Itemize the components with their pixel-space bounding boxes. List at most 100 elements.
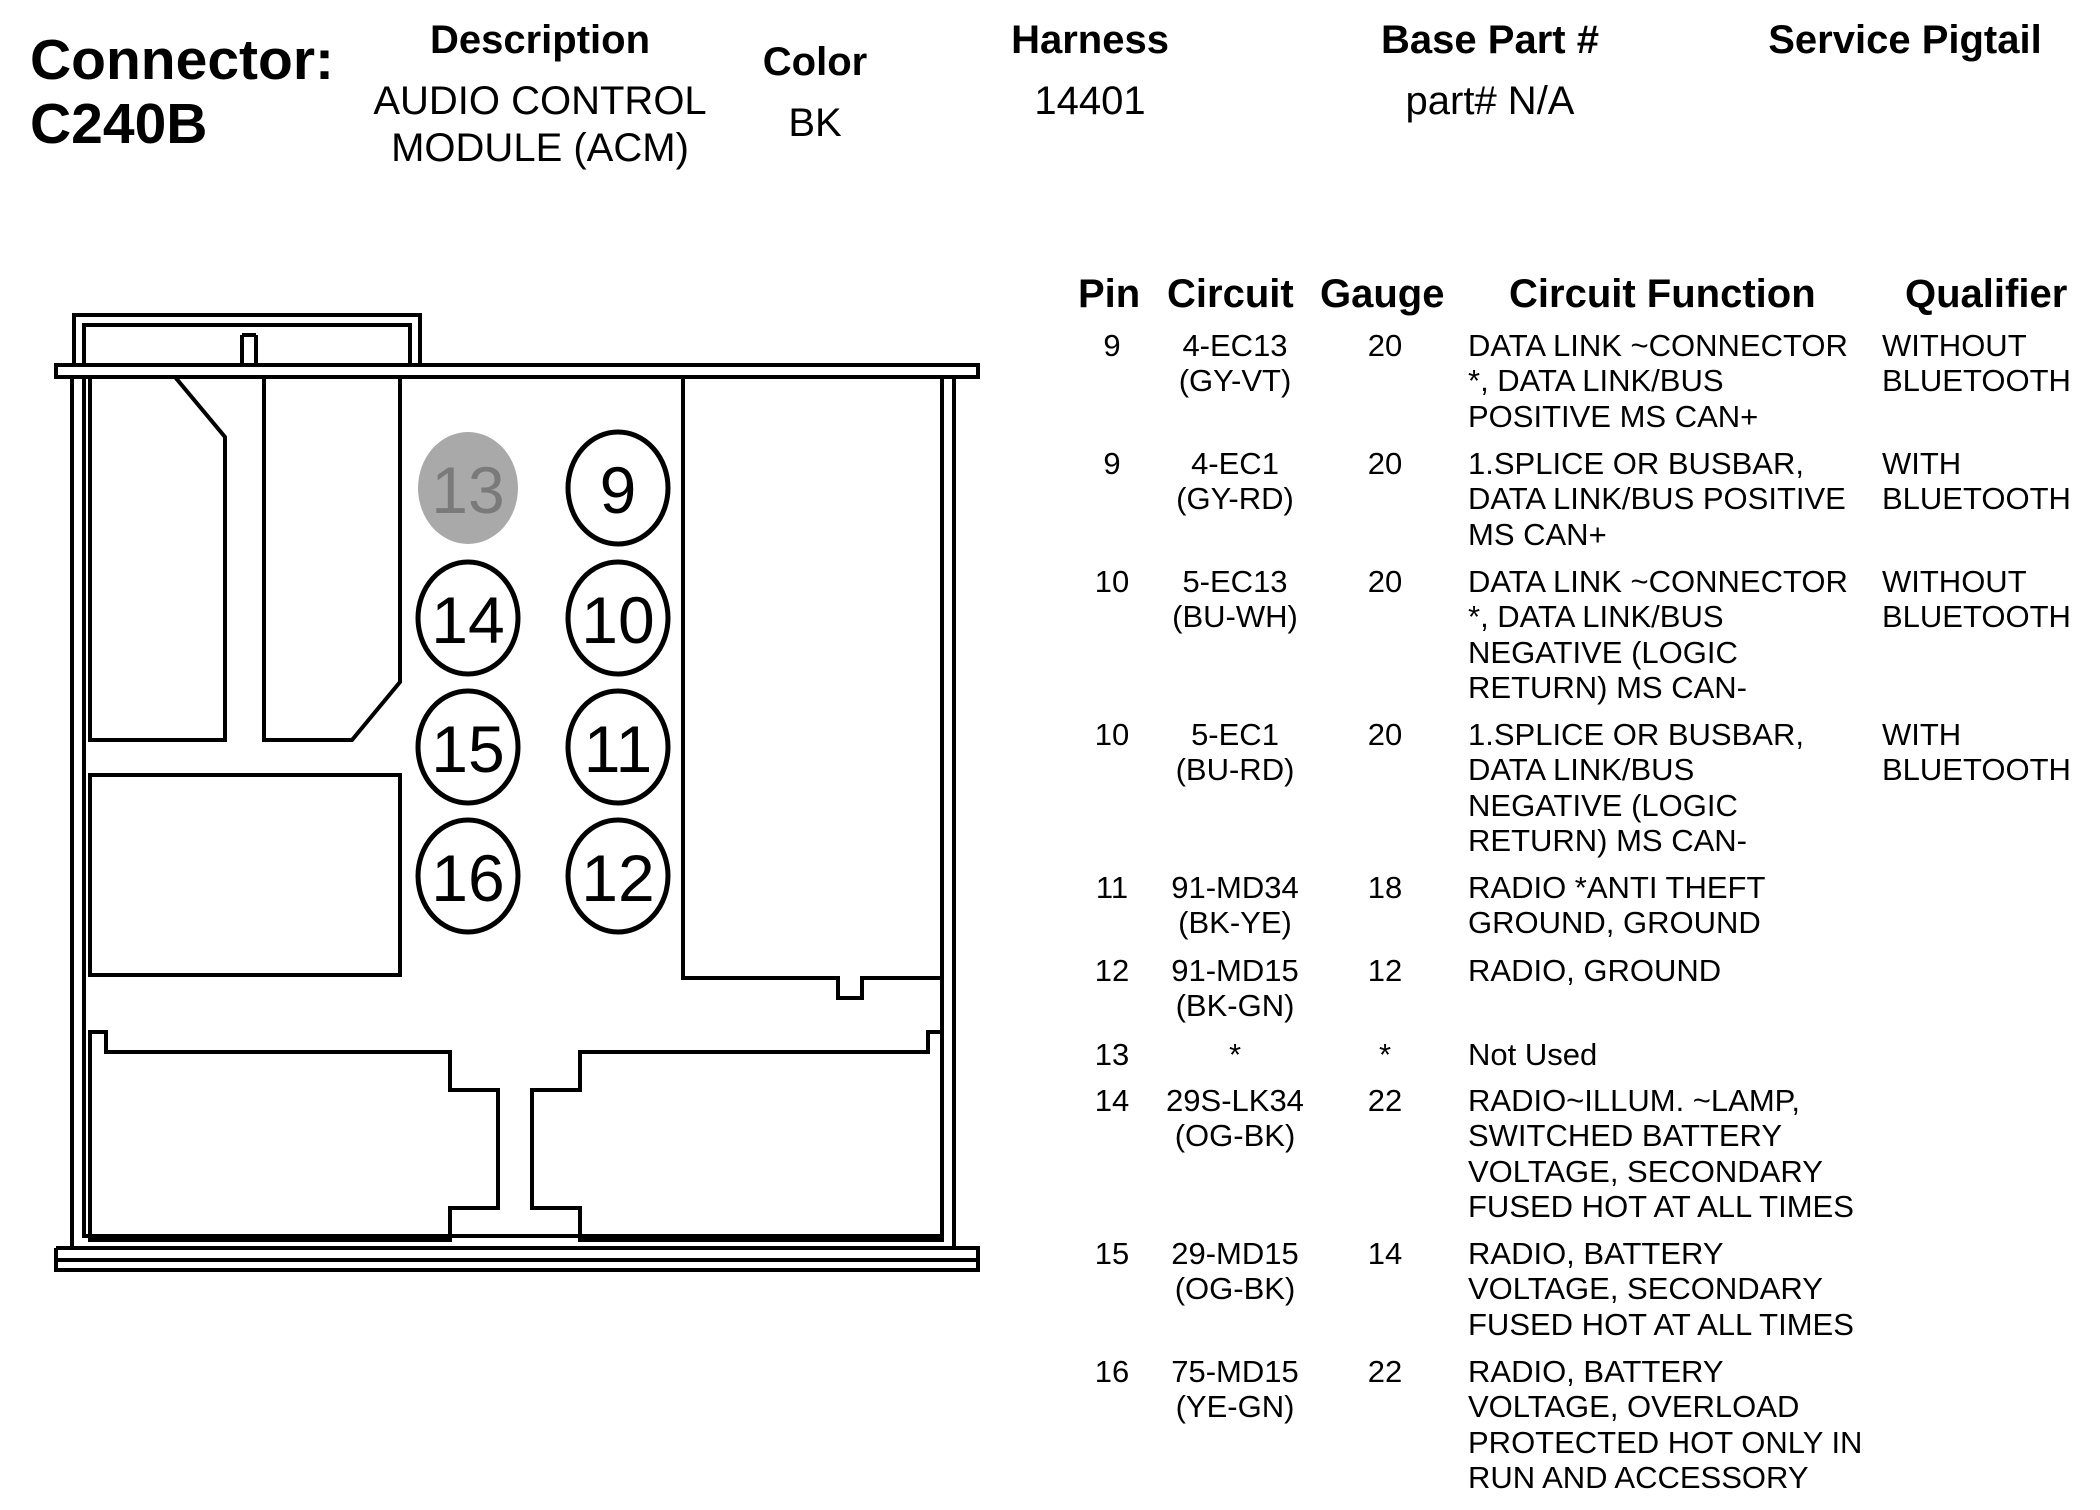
qualifier-cell: WITHOUT BLUETOOTH (1882, 564, 2071, 635)
gauge-cell: 12 (1367, 953, 1403, 988)
circuit-cell: 91-MD15 (BK-GN) (1171, 953, 1299, 1024)
pin-circle-15 (415, 688, 521, 806)
circuit-cell: 75-MD15 (YE-GN) (1171, 1354, 1299, 1425)
pin-number-14: 14 (431, 583, 504, 657)
description-value: AUDIO CONTROL MODULE (ACM) (345, 78, 735, 172)
pin-cell: 13 (1094, 1037, 1130, 1072)
circuit-function-cell: Not Used (1468, 1037, 1598, 1072)
pin-circle-12 (565, 817, 671, 935)
connector-latch-outer (72, 313, 422, 365)
pin-number-11: 11 (584, 712, 653, 786)
pin-circle-13 (418, 432, 518, 544)
circuit-function-cell: RADIO, GROUND (1468, 953, 1722, 988)
col-header-qualifier: Qualifier (1905, 272, 2068, 316)
pin-cavity-16: 16 (415, 817, 521, 935)
color-value: BK (788, 101, 842, 145)
harness-value: 14401 (1034, 79, 1146, 123)
circuit-function-cell: RADIO, BATTERY VOLTAGE, SECONDARY FUSED … (1468, 1236, 1854, 1342)
cavity-upper-second (262, 375, 402, 742)
service-pigtail-label: Service Pigtail (1768, 18, 2042, 62)
col-header-gauge: Gauge (1320, 272, 1445, 316)
pin-cavity-15: 15 (415, 688, 521, 806)
pin-circle-11 (565, 688, 671, 806)
pin-cell: 11 (1095, 870, 1129, 905)
description-line2: MODULE (ACM) (391, 126, 689, 170)
gauge-cell: 20 (1367, 328, 1403, 363)
pin-circle-10 (565, 559, 671, 677)
pin-cavity-14: 14 (415, 559, 521, 677)
circuit-function-cell: 1.SPLICE OR BUSBAR, DATA LINK/BUS POSITI… (1468, 446, 1846, 552)
pin-cell: 15 (1094, 1236, 1130, 1271)
pin-number-13: 13 (431, 453, 504, 527)
circuit-cell: * (1228, 1037, 1242, 1072)
pin-cell: 14 (1094, 1083, 1130, 1118)
circuit-cell: 91-MD34 (BK-YE) (1171, 870, 1299, 941)
circuit-function-cell: 1.SPLICE OR BUSBAR, DATA LINK/BUS NEGATI… (1468, 717, 1804, 859)
pin-cell: 9 (1103, 328, 1121, 363)
pin-circle-14 (415, 559, 521, 677)
pin-cavity-10: 10 (565, 559, 671, 677)
circuit-function-cell: RADIO, BATTERY VOLTAGE, OVERLOAD PROTECT… (1468, 1354, 1863, 1496)
color-label: Color (762, 40, 868, 84)
connector-bottom-flange (54, 1246, 980, 1272)
qualifier-cell: WITH BLUETOOTH (1882, 446, 2071, 517)
description-label: Description (429, 18, 651, 62)
pin-cell: 9 (1103, 446, 1121, 481)
gauge-cell: 22 (1367, 1083, 1403, 1118)
pin-cavity-13: 13 (418, 432, 518, 544)
cavity-upper-left (88, 375, 227, 742)
circuit-cell: 29S-LK34 (OG-BK) (1166, 1083, 1304, 1154)
pin-cavity-11: 11 (565, 688, 671, 806)
pin-circle-16 (415, 817, 521, 935)
pin-cell: 10 (1094, 564, 1130, 599)
col-header-pin: Pin (1078, 272, 1141, 316)
circuit-cell: 29-MD15 (OG-BK) (1171, 1236, 1299, 1307)
pin-number-15: 15 (431, 712, 504, 786)
cavity-bottom-right (530, 1030, 944, 1242)
pin-cell: 12 (1094, 953, 1130, 988)
col-header-circuit-function: Circuit Function (1509, 272, 1816, 316)
cavity-bottom-left (88, 1030, 500, 1242)
harness-label: Harness (1011, 18, 1169, 62)
circuit-cell: 4-EC13 (GY-VT) (1178, 328, 1292, 399)
circuit-function-cell: RADIO *ANTI THEFT GROUND, GROUND (1468, 870, 1766, 941)
pin-cell: 10 (1094, 717, 1130, 752)
connector-top-rail (54, 363, 980, 379)
circuit-cell: 5-EC1 (BU-RD) (1175, 717, 1295, 788)
connector-label: Connector: (30, 28, 334, 92)
gauge-cell: 22 (1367, 1354, 1403, 1389)
connector-face-diagram: 13 9 14 10 15 11 16 12 (54, 313, 980, 1272)
connector-title: Connector: C240B (30, 28, 334, 156)
pin-cell: 16 (1094, 1354, 1130, 1389)
circuit-cell: 4-EC1 (GY-RD) (1176, 446, 1294, 517)
gauge-cell: 20 (1367, 564, 1403, 599)
pin-number-12: 12 (581, 841, 654, 915)
circuit-function-cell: DATA LINK ~CONNECTOR *, DATA LINK/BUS PO… (1468, 328, 1848, 434)
gauge-cell: * (1378, 1037, 1392, 1072)
connector-id: C240B (30, 92, 208, 156)
base-part-label: Base Part # (1381, 18, 1599, 62)
pin-cavity-9: 9 (565, 429, 671, 547)
gauge-cell: 18 (1367, 870, 1403, 905)
description-line1: AUDIO CONTROL (373, 79, 707, 123)
pin-number-10: 10 (581, 583, 654, 657)
pin-cavities: 13 9 14 10 15 11 16 12 (415, 429, 671, 935)
circuit-function-cell: RADIO~ILLUM. ~LAMP, SWITCHED BATTERY VOL… (1468, 1083, 1854, 1225)
qualifier-cell: WITHOUT BLUETOOTH (1882, 328, 2071, 399)
circuit-function-cell: DATA LINK ~CONNECTOR *, DATA LINK/BUS NE… (1468, 564, 1848, 706)
pin-number-16: 16 (431, 841, 504, 915)
pin-circle-9 (565, 429, 671, 547)
gauge-cell: 14 (1367, 1236, 1403, 1271)
pin-number-9: 9 (600, 453, 637, 527)
gauge-cell: 20 (1367, 446, 1403, 481)
connector-body-outer (70, 377, 956, 1250)
qualifier-cell: WITH BLUETOOTH (1882, 717, 2071, 788)
gauge-cell: 20 (1367, 717, 1403, 752)
connector-latch-inner (82, 323, 412, 365)
cavity-right-tall (681, 375, 944, 1000)
col-header-circuit: Circuit (1167, 272, 1294, 316)
pin-cavity-12: 12 (565, 817, 671, 935)
base-part-value: part# N/A (1405, 79, 1575, 123)
cavity-middle-left (88, 773, 402, 977)
circuit-cell: 5-EC13 (BU-WH) (1172, 564, 1298, 635)
